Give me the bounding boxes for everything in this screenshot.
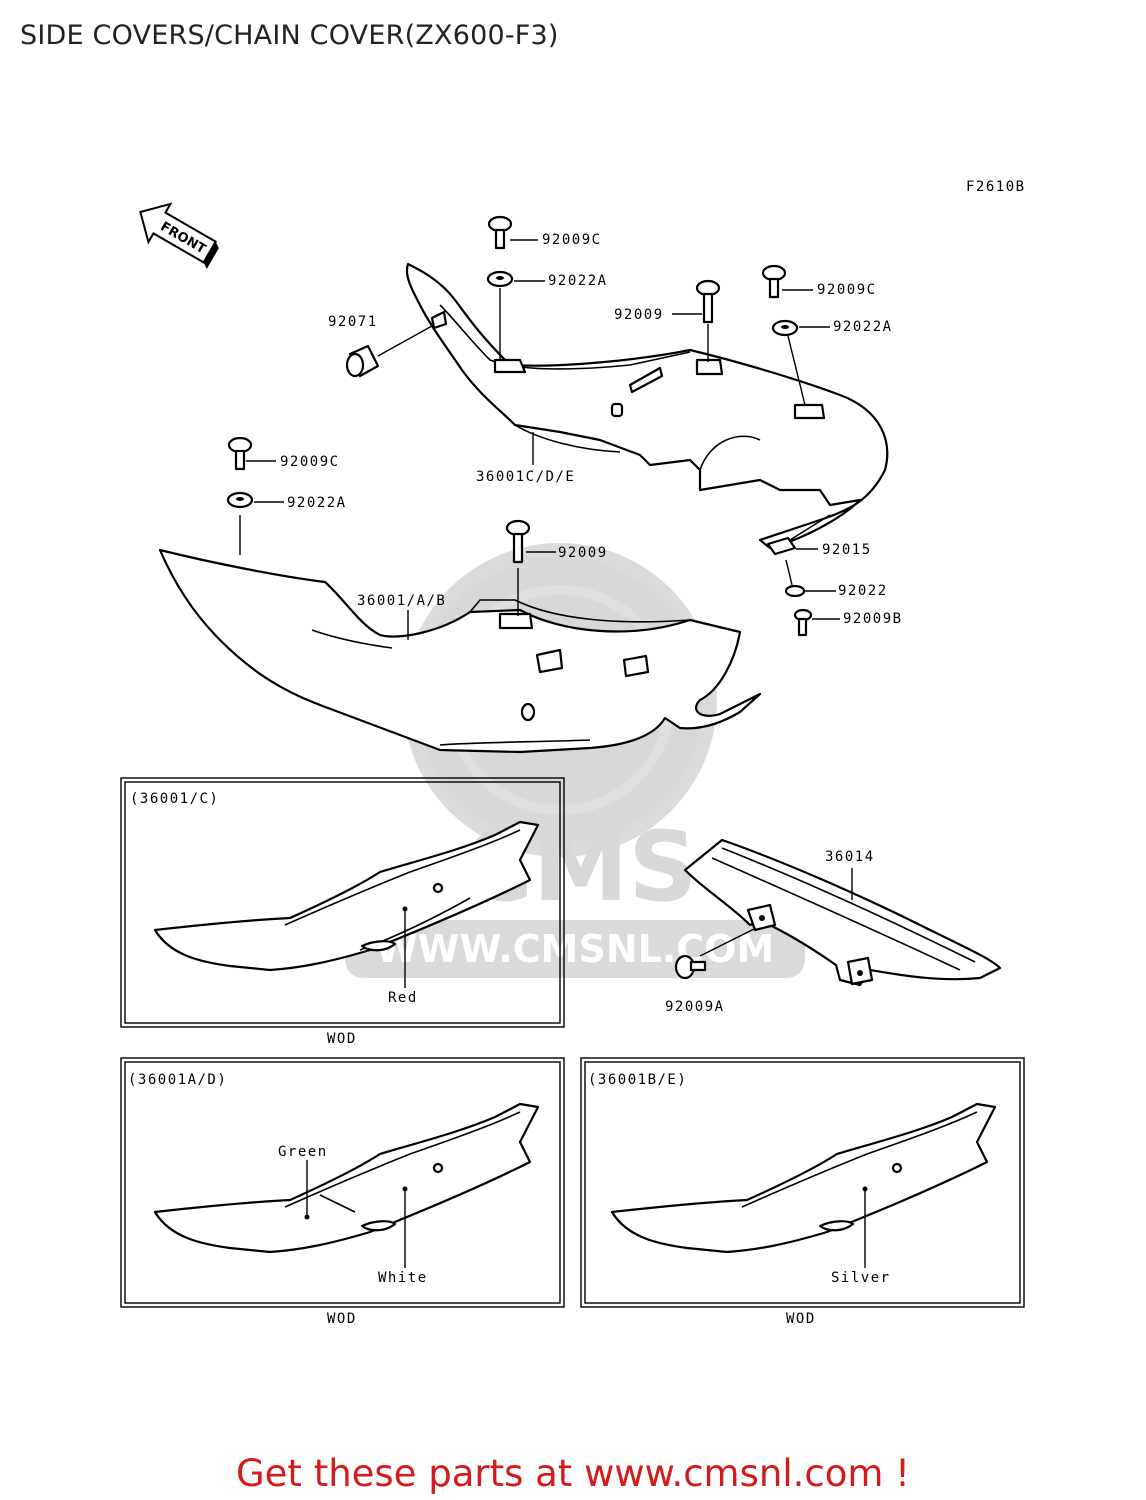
label-92022a-top: 92022A xyxy=(548,273,608,289)
washer-92022a-left-icon xyxy=(226,491,254,509)
label-92009b: 92009B xyxy=(843,611,903,627)
label-92009a: 92009A xyxy=(665,999,725,1015)
label-92022: 92022 xyxy=(838,583,888,599)
label-92009-lower: 92009 xyxy=(558,545,608,561)
front-arrow-icon: FRONT xyxy=(139,202,219,269)
washer-92022a-top-icon xyxy=(486,270,514,288)
washer-92022-icon xyxy=(784,584,806,598)
promo-link[interactable]: Get these parts at www.cmsnl.com ! xyxy=(235,1452,910,1495)
inset-36001b-e-color-silver: Silver xyxy=(831,1270,891,1286)
label-92009c-right: 92009C xyxy=(817,282,877,298)
inset-36001-c-color-red: Red xyxy=(388,990,418,1006)
label-92009-upper: 92009 xyxy=(614,307,664,323)
parts-diagram: CMS WWW.CMSNL.COM F2610B FRONT 92009C 92… xyxy=(120,179,1026,1327)
inset-36001a-d-label: (36001A/D) xyxy=(128,1072,227,1088)
label-92022a-right: 92022A xyxy=(833,319,893,335)
inset-36001-c-caption: WOD xyxy=(327,1031,357,1047)
screw-92009c-top-icon xyxy=(487,215,513,250)
inset-36001b-e: (36001B/E) Silver xyxy=(580,1057,1025,1308)
lower-side-cover xyxy=(158,548,762,754)
screw-92009-upper-icon xyxy=(695,279,721,324)
label-92009c-left: 92009C xyxy=(280,454,340,470)
label-92071: 92071 xyxy=(328,314,378,330)
label-92022a-left: 92022A xyxy=(287,495,347,511)
screw-92009-lower-icon xyxy=(505,519,531,564)
label-92009c-top: 92009C xyxy=(542,232,602,248)
inset-36001b-e-caption: WOD xyxy=(786,1311,816,1327)
inset-36001a-d-color-green: Green xyxy=(278,1144,328,1160)
inset-36001a-d-color-white: White xyxy=(378,1270,428,1286)
watermark-url: WWW.CMSNL.COM xyxy=(376,927,775,971)
screw-92009c-left-icon xyxy=(227,436,253,471)
screw-92009b-icon xyxy=(793,608,813,637)
inset-36001b-e-label: (36001B/E) xyxy=(588,1072,687,1088)
inset-36001a-d-caption: WOD xyxy=(327,1311,357,1327)
inset-36001-c: (36001/C) Red xyxy=(120,777,565,1028)
chain-cover xyxy=(683,838,1002,987)
clip-92015-icon xyxy=(766,536,797,556)
grommet-92071-icon xyxy=(345,344,380,378)
upper-side-cover xyxy=(405,262,889,550)
page-title: SIDE COVERS/CHAIN COVER(ZX600-F3) xyxy=(20,20,559,51)
inset-36001-c-label: (36001/C) xyxy=(130,791,219,807)
label-92015: 92015 xyxy=(822,542,872,558)
inset-36001a-d: (36001A/D) Green White xyxy=(120,1057,565,1308)
label-36014: 36014 xyxy=(825,849,875,865)
label-36001ab: 36001/A/B xyxy=(357,593,446,609)
label-36001cde: 36001C/D/E xyxy=(476,469,575,485)
figure-code: F2610B xyxy=(966,179,1026,195)
screw-92009c-right-icon xyxy=(761,264,787,299)
washer-92022a-right-icon xyxy=(771,319,799,337)
screw-92009a-icon xyxy=(674,954,707,980)
